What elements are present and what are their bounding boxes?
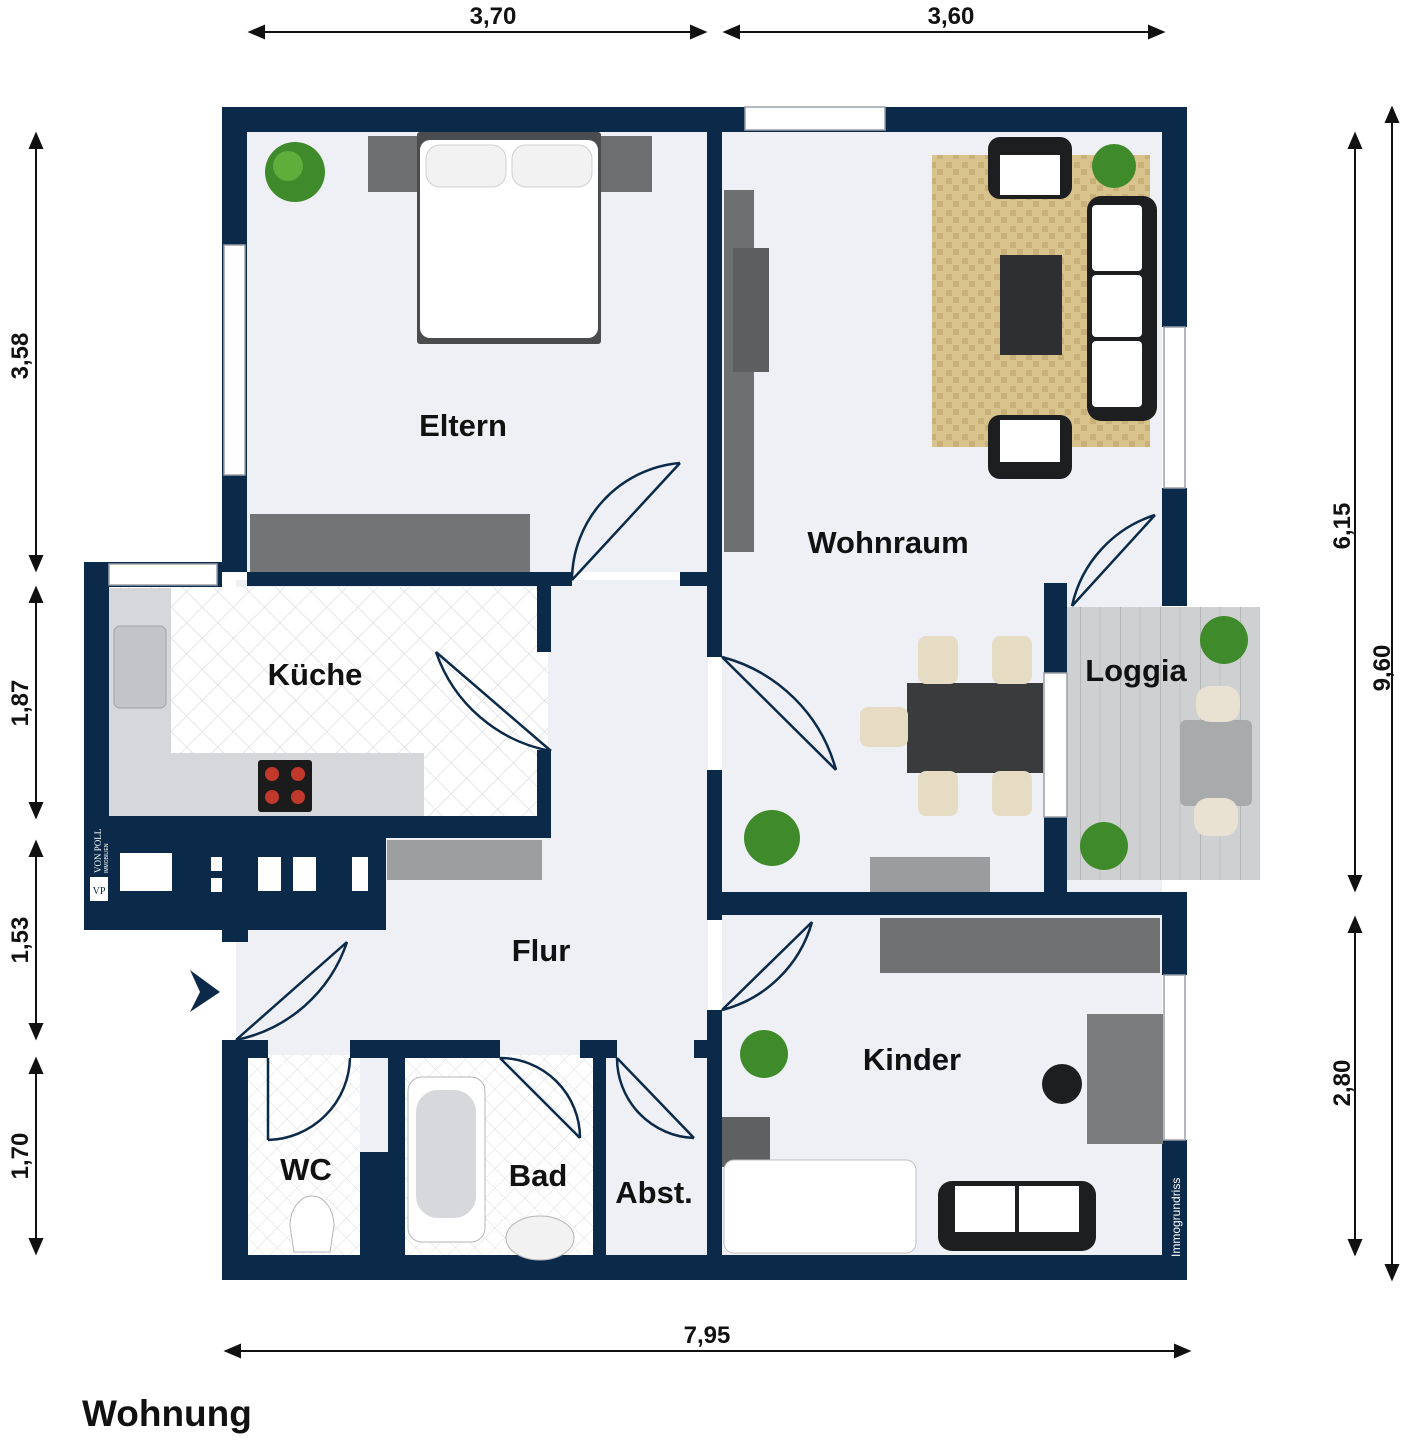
bath-fixtures: [289, 1076, 575, 1261]
windows: [108, 106, 1186, 1141]
dim-right-outer: 9,60: [1369, 645, 1396, 692]
room-label-wohnraum: Wohnraum: [807, 525, 968, 560]
room-label-flur: Flur: [512, 933, 571, 968]
dim-bottom: 7,95: [684, 1322, 731, 1349]
wohnraum-furniture: [724, 137, 1157, 892]
entrance-arrow-icon: [190, 970, 220, 1012]
doors: [235, 461, 1156, 1142]
logo-cutouts: [120, 853, 368, 892]
dim-left-1: 3,58: [7, 333, 34, 380]
room-label-kueche: Küche: [268, 657, 363, 692]
room-label-abst: Abst.: [615, 1175, 693, 1210]
room-label-kinder: Kinder: [863, 1042, 961, 1077]
logo-monogram: VP: [93, 886, 106, 897]
dim-left-2: 1,87: [7, 680, 34, 727]
dim-left-4: 1,70: [7, 1133, 34, 1180]
dim-right-inner-1: 6,15: [1329, 503, 1356, 550]
logo-name: VON POLL: [93, 829, 103, 873]
room-label-wc: WC: [280, 1152, 332, 1187]
dim-top-left: 3,70: [470, 3, 517, 30]
room-label-bad: Bad: [509, 1158, 568, 1193]
dimension-lines: [28, 24, 1400, 1359]
watermark: Immogrundriss: [1169, 1178, 1183, 1257]
room-labels: Eltern Wohnraum Küche Loggia Flur Kinder…: [268, 408, 1188, 1210]
logo-sub: IMMOBILIEN: [104, 843, 110, 873]
entry-marker: [190, 970, 220, 1012]
eltern-furniture: [250, 132, 652, 572]
von-poll-logo-icon: VP VON POLL IMMOBILIEN: [90, 829, 110, 901]
room-label-eltern: Eltern: [419, 408, 507, 443]
dim-right-inner-2: 2,80: [1329, 1060, 1356, 1107]
kinder-furniture: [722, 918, 1163, 1254]
kueche-furniture: [109, 588, 542, 880]
room-label-loggia: Loggia: [1085, 653, 1187, 688]
plan-title: Wohnung: [82, 1393, 252, 1434]
dimension-labels: 3,70 3,60 7,95 3,58 1,87 1,53 1,70 6,15 …: [7, 3, 1396, 1349]
dim-left-3: 1,53: [7, 917, 34, 964]
dim-top-right: 3,60: [928, 3, 975, 30]
loggia-furniture: [1080, 616, 1252, 870]
